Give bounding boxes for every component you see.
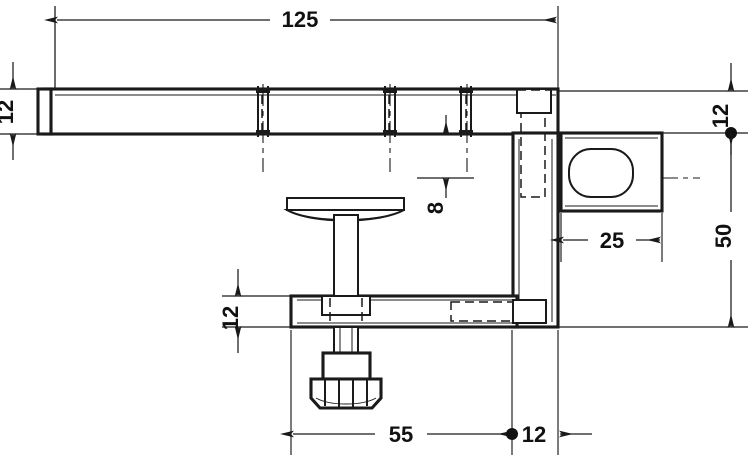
dimension-label-12-bottom: 12	[522, 422, 546, 447]
dimension-label-12-left: 12	[0, 100, 18, 124]
mounting-block	[559, 131, 664, 213]
dimension-label-12-right-top: 12	[708, 104, 733, 128]
dimension-12-lower-left: 12	[218, 269, 243, 353]
dimension-label-125: 125	[282, 7, 319, 32]
dimension-12-right-top: 12	[708, 63, 737, 155]
dimension-55: 55	[280, 420, 518, 448]
dimension-25: 25	[550, 227, 661, 253]
dimension-label-55: 55	[389, 422, 413, 447]
dimension-label-8: 8	[423, 202, 448, 214]
dimension-125: 125	[44, 6, 557, 34]
dimension-origin-dot-bottom	[506, 428, 518, 440]
thumb-knob	[309, 351, 383, 410]
clamp-stem	[321, 214, 371, 355]
dimension-12-left: 12	[0, 62, 18, 160]
dimension-label-25: 25	[600, 228, 624, 253]
dimension-label-12-lower-left: 12	[218, 306, 243, 330]
horizontal-rod	[36, 87, 560, 136]
rod-hole-marks	[256, 84, 473, 172]
dimension-50: 50	[711, 133, 744, 328]
dimension-label-50: 50	[711, 224, 736, 248]
column-hidden-bore	[520, 95, 546, 198]
oval-bore	[568, 148, 634, 198]
dimension-12-bottom: 12	[522, 422, 592, 447]
extension-lines	[0, 6, 748, 455]
dimension-8: 8	[423, 115, 450, 214]
vertical-column	[511, 88, 560, 329]
